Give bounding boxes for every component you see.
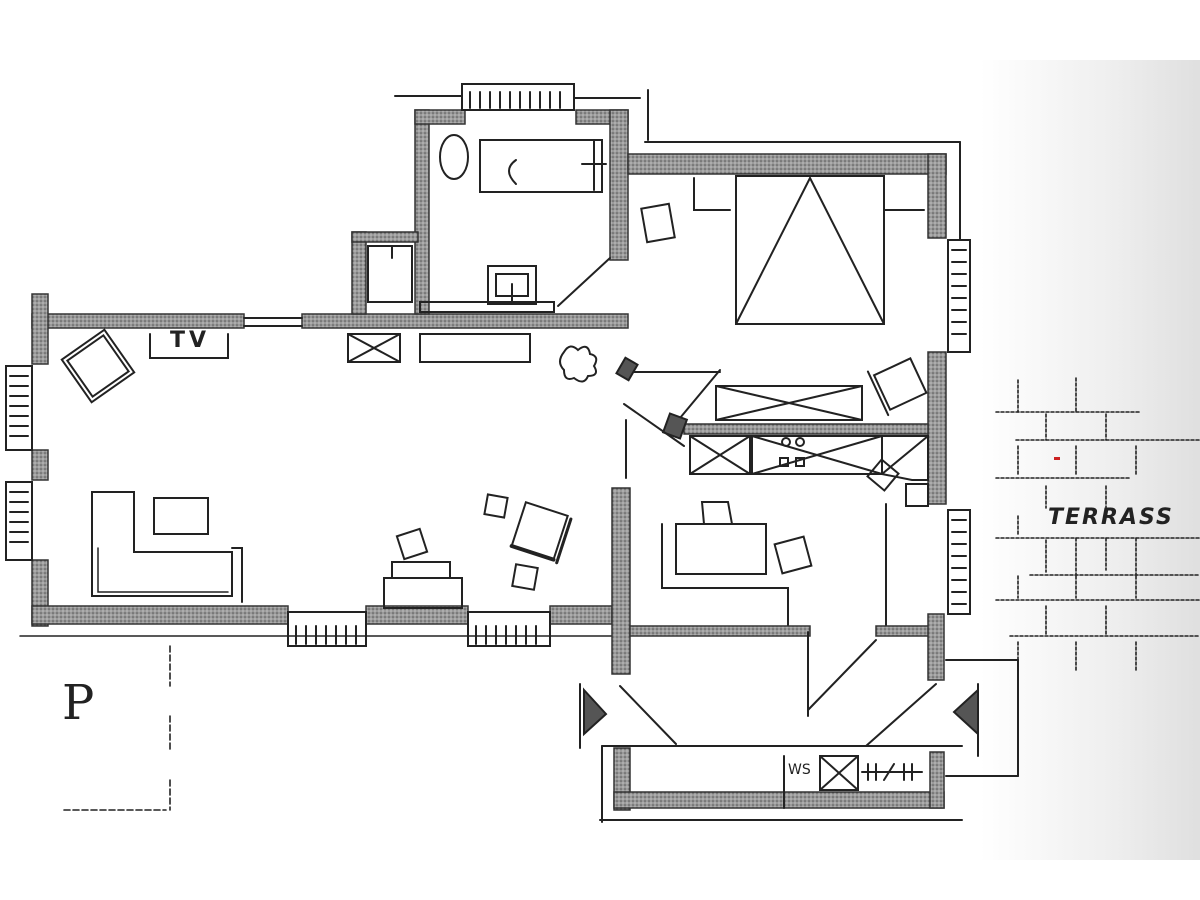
window-bottom-2: [467, 611, 551, 647]
window-kitchen: [947, 509, 971, 615]
bedroom: [615, 141, 971, 505]
window-bathroom: [461, 83, 575, 111]
nightstand-right: [883, 183, 925, 211]
tv-unit: [149, 333, 229, 359]
plant: [559, 345, 598, 383]
stool: [640, 202, 676, 244]
paper-shading: [980, 60, 1200, 860]
bathtub: [479, 139, 603, 193]
armchair-corner: [60, 328, 136, 404]
window-bedroom: [947, 239, 971, 353]
shelf: [419, 333, 531, 363]
parking: [63, 645, 171, 811]
wardrobe: [715, 385, 863, 421]
terrace-paving: [995, 377, 1200, 671]
ws-label: WS: [788, 762, 811, 778]
living-room: [5, 293, 629, 647]
side-table: [483, 493, 509, 519]
dining-table: [675, 523, 767, 575]
kitchen-dining: [611, 403, 971, 681]
bedroom-armchair: [866, 357, 928, 417]
nightstand-left: [693, 177, 731, 211]
washing-machine: [819, 755, 859, 791]
window-left-lower: [5, 481, 33, 561]
dining-chair: [700, 501, 733, 525]
tv-label: TV: [170, 328, 211, 353]
sideboard: [383, 577, 463, 609]
terrace-label: TERRASS: [1048, 505, 1174, 530]
red-marker: [1054, 457, 1060, 460]
reading-armchair: [509, 501, 573, 565]
dining-chair-side: [773, 535, 813, 575]
entrance-marker-left: [583, 687, 608, 737]
kitchen-sink: [866, 458, 900, 492]
l-sofa: [91, 491, 233, 597]
parking-label: P: [62, 675, 95, 731]
double-bed: [735, 175, 885, 325]
shower: [367, 245, 413, 303]
window-left-upper: [5, 365, 33, 451]
bathroom: [351, 83, 649, 315]
coffee-table: [153, 497, 209, 535]
footstool: [511, 563, 539, 591]
entrance-marker-right: [952, 687, 979, 737]
entrance-hall: [579, 631, 1019, 823]
window-bottom-1: [287, 611, 367, 647]
chair: [395, 527, 429, 561]
closet-x: [347, 333, 401, 363]
toilet: [439, 134, 469, 180]
